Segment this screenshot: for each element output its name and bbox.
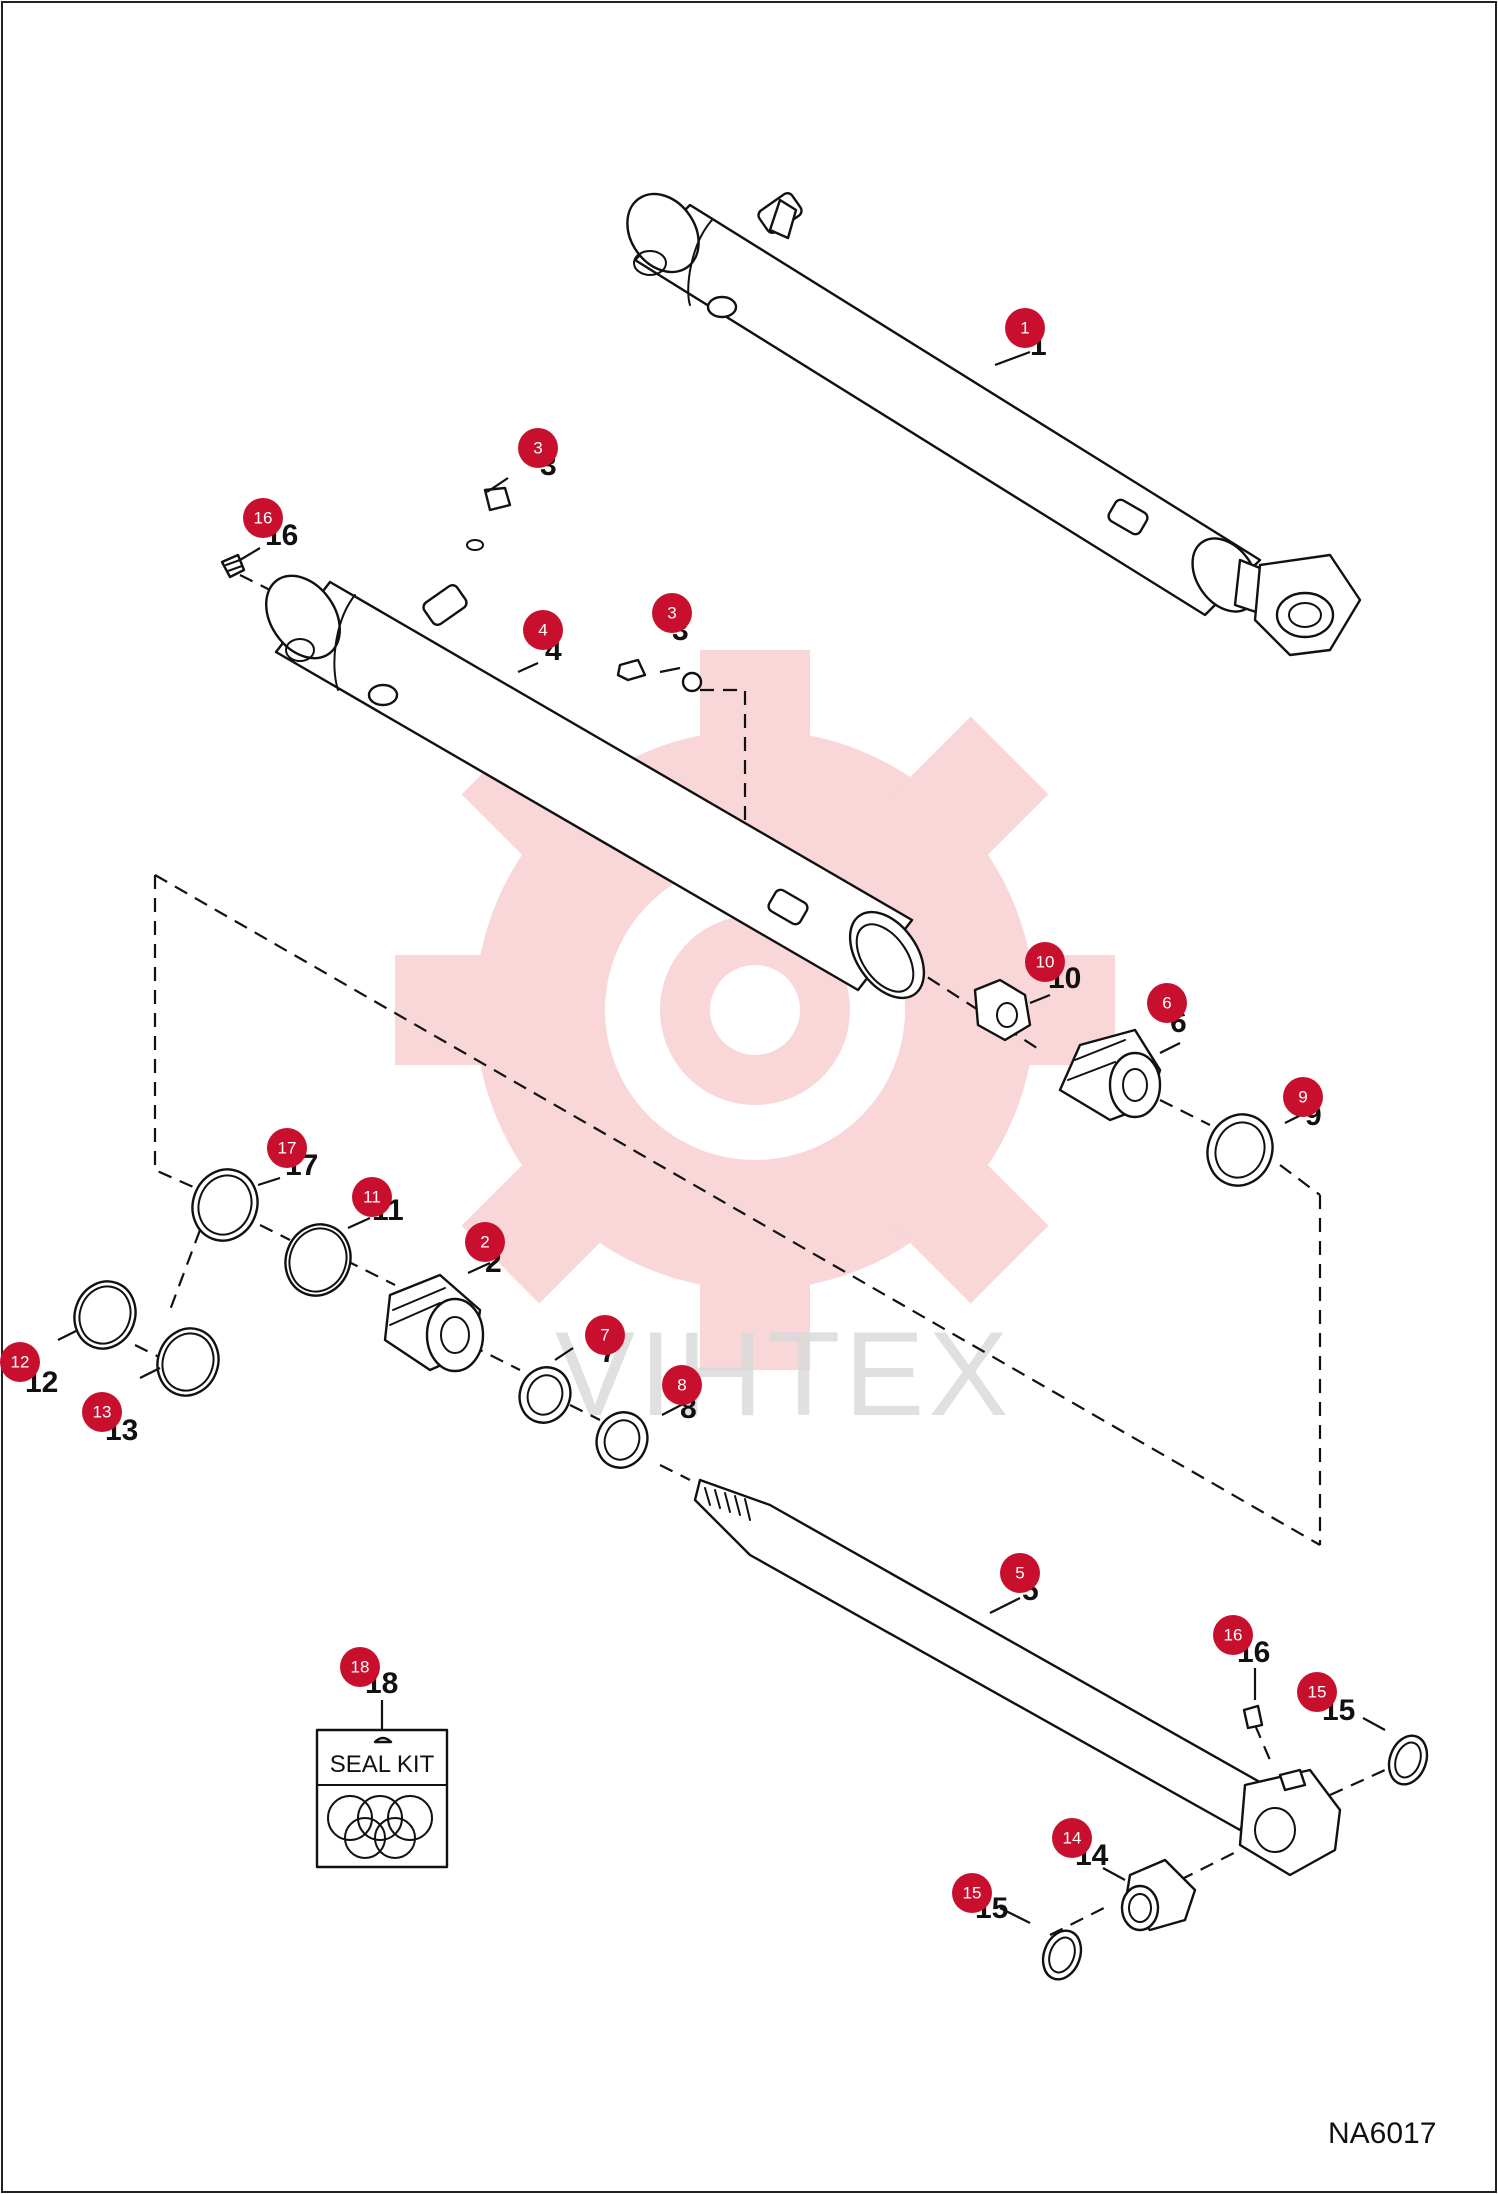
badge-15b: 15 [952, 1873, 992, 1913]
seal-kit-label: SEAL KIT [330, 1751, 435, 1778]
part-4-barrel [265, 574, 926, 1000]
part-9-ring [1206, 1113, 1274, 1187]
part-18-seal-kit: SEAL KIT [315, 1700, 449, 1869]
badge-13: 13 [82, 1392, 122, 1432]
part-15-ring-left [1041, 1929, 1083, 1981]
svg-text:1: 1 [1020, 319, 1029, 338]
svg-text:18: 18 [351, 1658, 370, 1677]
badge-17: 17 [267, 1128, 307, 1168]
badge-2: 2 [465, 1222, 505, 1262]
part-3-fittings [466, 486, 703, 693]
svg-text:4: 4 [538, 621, 547, 640]
part-5-rod [693, 1478, 1342, 1877]
svg-text:12: 12 [11, 1353, 30, 1372]
badge-7: 7 [585, 1315, 625, 1355]
svg-text:3: 3 [667, 604, 676, 623]
part-2-gland [383, 1273, 485, 1373]
svg-text:2: 2 [480, 1233, 489, 1252]
part-10-nut [973, 978, 1032, 1042]
badge-8: 8 [662, 1365, 702, 1405]
svg-text:9: 9 [1298, 1088, 1307, 1107]
watermark-logo: VIHTEX [395, 650, 1115, 1441]
badge-16a: 16 [243, 498, 283, 538]
badge-1: 1 [1005, 308, 1045, 348]
svg-text:15: 15 [1308, 1683, 1327, 1702]
badge-5: 5 [1000, 1553, 1040, 1593]
part-11-ring [284, 1223, 352, 1297]
part-17-ring [191, 1168, 259, 1242]
badge-12: 12 [0, 1342, 40, 1382]
svg-text:6: 6 [1162, 994, 1171, 1013]
badge-3b: 3 [652, 593, 692, 633]
badge-4: 4 [523, 610, 563, 650]
svg-text:17: 17 [278, 1139, 297, 1158]
badge-3a: 3 [518, 428, 558, 468]
part-16-grease-fitting [220, 553, 246, 579]
part-1-cylinder-assembly [626, 192, 1362, 657]
part-16-lower-fitting [1242, 1704, 1264, 1730]
part-12-ring [73, 1280, 137, 1350]
badge-11: 11 [352, 1177, 392, 1217]
badge-14: 14 [1052, 1818, 1092, 1858]
drawing-code: NA6017 [1328, 2117, 1436, 2150]
badge-6: 6 [1147, 983, 1187, 1023]
svg-text:11: 11 [363, 1188, 381, 1207]
badge-15a: 15 [1297, 1672, 1337, 1712]
part-13-ring [156, 1327, 220, 1397]
badge-10: 10 [1025, 942, 1065, 982]
svg-text:8: 8 [677, 1376, 686, 1395]
svg-text:10: 10 [1036, 953, 1055, 972]
svg-text:3: 3 [533, 439, 542, 458]
callout-leaders [57, 350, 1386, 1924]
svg-text:14: 14 [1063, 1829, 1082, 1848]
badge-9: 9 [1283, 1077, 1323, 1117]
part-6-piston [1058, 1028, 1162, 1122]
part-14-bushing [1120, 1858, 1197, 1932]
badge-18: 18 [340, 1647, 380, 1687]
part-7-ring [518, 1366, 572, 1424]
svg-text:15: 15 [963, 1884, 982, 1903]
svg-text:16: 16 [254, 509, 273, 528]
svg-text:5: 5 [1015, 1564, 1024, 1583]
svg-text:16: 16 [1224, 1626, 1243, 1645]
part-15-ring-right [1387, 1734, 1429, 1786]
svg-text:7: 7 [600, 1326, 609, 1345]
svg-text:13: 13 [93, 1403, 112, 1422]
part-8-ring [595, 1411, 649, 1469]
badge-16b: 16 [1213, 1615, 1253, 1655]
callout-badges: 1 3 16 4 3 10 6 9 17 11 2 7 8 12 13 5 18… [0, 308, 1337, 1913]
